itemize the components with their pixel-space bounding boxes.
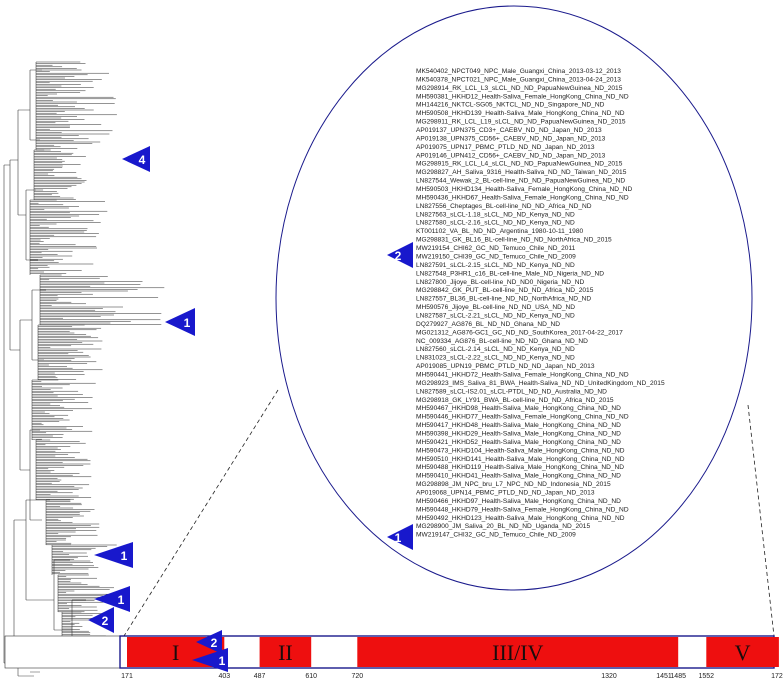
position-label: 1485 — [670, 673, 686, 680]
zoom-guide-left — [123, 389, 279, 637]
taxon-label: MW219154_CHI62_GC_ND_Temuco_Chile_ND_201… — [416, 245, 576, 252]
taxon-label: MW219147_CHI32_GC_ND_Temuco_Chile_ND_200… — [416, 532, 576, 539]
tree-marker-2-label: 2 — [102, 614, 109, 628]
bottom-tree-frame — [4, 635, 121, 669]
taxon-label: MH590446_HKHD77_Health-Saliva_Female_Hon… — [416, 414, 629, 421]
taxon-label: LN827544_Wewak_2_BL-cell-line_ND_ND_Papu… — [416, 178, 625, 185]
taxon-label: MH590510_HKHD141_Health-Saliva_Male_Hong… — [416, 456, 625, 463]
taxon-label: AP019085_UPN19_PBMC_PTLD_ND_ND_Japan_ND_… — [416, 363, 595, 370]
taxon-label: MH590492_HKHD123_Health-Saliva_Male_Hong… — [416, 515, 625, 522]
taxon-label: AP019075_UPN17_PBMC_PTLD_ND_ND_Japan_ND_… — [416, 144, 595, 151]
taxon-label: LN827560_sLCL-2.14_sLCL_ND_ND_Kenya_ND_N… — [416, 346, 575, 353]
taxon-label: MH590398_HKHD29_Health-Saliva_Male_HongK… — [416, 430, 621, 437]
taxon-label: LN827589_sLCL-IS2.01_sLCL-PTDL_ND_ND_Aus… — [416, 388, 607, 395]
taxon-label: MH590448_HKHD79_Health-Saliva_Female_Hon… — [416, 506, 629, 513]
taxon-label: LN827587_sLCL-2.21_sLCL_ND_ND_Kenya_ND_N… — [416, 312, 575, 319]
taxon-label: MH590436_HKHD67_Health-Saliva_Female_Hon… — [416, 194, 629, 201]
position-label: 1451 — [656, 673, 672, 680]
zoom-ellipse — [275, 5, 753, 591]
tree-marker-2: 2 — [88, 607, 114, 633]
taxon-label: AP019137_UPN375_CD3+_CAEBV_ND_ND_Japan_N… — [416, 127, 602, 134]
zoom-guide-right — [747, 404, 775, 637]
bar-marker-2-label: 2 — [211, 636, 218, 650]
taxon-label: MK540378_NPCT021_NPC_Male_Guangxi_China_… — [416, 76, 621, 83]
taxon-label: MW219150_CHI39_GC_ND_Temuco_Chile_ND_200… — [416, 253, 576, 260]
position-label: 487 — [254, 673, 266, 680]
taxon-label: LN831023_sLCL-2.22_sLCL_ND_ND_Kenya_ND_N… — [416, 355, 575, 362]
bar-marker-1: 1 — [192, 648, 228, 672]
tree-marker-4: 4 — [122, 146, 150, 172]
taxon-label: MH590421_HKHD52_Health-Saliva_Male_HongK… — [416, 439, 621, 446]
taxon-label: MH144216_NKTCL-SG05_NKTCL_ND_ND_Singapor… — [416, 102, 605, 109]
position-label: 403 — [218, 673, 230, 680]
taxon-label: MG298898_JM_NPC_bru_L7_NPC_ND_ND_Indones… — [416, 481, 611, 488]
tree-marker-1c: 1 — [94, 586, 130, 612]
taxon-label: AP019068_UPN14_PBMC_PTLD_ND_ND_Japan_ND_… — [416, 490, 595, 497]
position-label: 610 — [305, 673, 317, 680]
taxon-label: MH590417_HKHD48_Health-Saliva_Male_HongK… — [416, 422, 621, 429]
taxon-label: DQ279927_AG876_BL_ND_ND_Ghana_ND_ND — [416, 321, 560, 328]
taxon-label: MH590508_HKHD139_Health-Saliva_Male_Hong… — [416, 110, 625, 117]
taxon-label: MG298911_RK_LCL_L19_sLCL_ND_ND_PapuaNewG… — [416, 119, 626, 126]
taxon-label: LN827563_sLCL-1.18_sLCL_ND_ND_Kenya_ND_N… — [416, 211, 575, 218]
taxon-label: AP019138_UPN375_CD56+_CAEBV_ND_ND_Japan_… — [416, 135, 606, 142]
taxon-label: MG298918_GK_LY91_BWA_BL-cell-line_ND_ND_… — [416, 397, 614, 404]
taxon-label: MG298831_GK_BL16_BL-cell-line_ND_ND_Nort… — [416, 237, 612, 244]
taxon-label: MH590381_HKHD12_Health-Saliva_Female_Hon… — [416, 93, 629, 100]
taxon-label: AP019146_UPN412_CD56+_CAEBV_ND_ND_Japan_… — [416, 152, 606, 159]
tree-marker-1a-label: 1 — [184, 316, 191, 330]
taxon-label: MH590466_HKHD97_Health-Saliva_Male_HongK… — [416, 498, 621, 505]
tree-tip-branches — [29, 61, 165, 640]
taxon-label: MH590473_HKHD104_Health-Saliva_Male_Hong… — [416, 447, 625, 454]
region-label: I — [172, 640, 179, 665]
taxon-label: LN827800_Jijoye_BL-cell-line_ND_ND0_Nige… — [416, 279, 584, 286]
region-label: II — [278, 640, 293, 665]
taxon-label: LN827580_sLCL-2.16_sLCL_ND_ND_Kenya_ND_N… — [416, 220, 575, 227]
position-label: 1552 — [699, 673, 715, 680]
taxon-label: LN827591_sLCL-2.15_sLCL_ND_ND_Kenya_ND_N… — [416, 262, 575, 269]
bar-marker-1-label: 1 — [219, 654, 226, 668]
region-block — [259, 637, 312, 667]
zoom-marker-2: 2 — [387, 242, 413, 268]
taxon-label: MG298914_RK_LCL_L3_sLCL_ND_ND_PapuaNewGu… — [416, 85, 623, 92]
taxon-list: MK540402_NPCT049_NPC_Male_Guangxi_China_… — [416, 68, 665, 539]
taxon-label: MH590467_HKHD98_Health-Saliva_Male_HongK… — [416, 405, 621, 412]
taxon-label: MG298915_RK_LCL_L4_sLCL_ND_ND_PapuaNewGu… — [416, 161, 623, 168]
taxon-label: LN827556_Cheptages_BL-cell-line_ND_ND_Af… — [416, 203, 592, 210]
taxon-label: LN827557_BL36_BL-cell-line_ND_ND_NorthAf… — [416, 296, 591, 303]
taxon-label: MG298923_IMS_Saliva_81_BWA_Health-Saliva… — [416, 380, 665, 387]
position-label: 1725 — [771, 673, 783, 680]
tree-marker-1a: 1 — [165, 308, 195, 336]
taxon-label: MG298842_GK_PUT_BL-cell-line_ND_ND_Afric… — [416, 287, 594, 294]
tree-marker-1b-label: 1 — [121, 549, 128, 563]
region-block — [357, 637, 679, 667]
region-label: III/IV — [492, 640, 543, 665]
taxon-label: MG298827_AH_Saliva_9316_Health-Saliva_ND… — [416, 169, 627, 176]
tree-marker-1c-label: 1 — [118, 593, 125, 607]
taxon-label: MH590488_HKHD119_Health-Saliva_Male_Hong… — [416, 464, 624, 471]
taxon-label: MH590503_HKHD134_Health-Saliva_Female_Ho… — [416, 186, 632, 193]
position-label: 720 — [351, 673, 363, 680]
taxon-label: LN827548_P3HR1_c16_BL-cell-line_Male_ND_… — [416, 270, 604, 277]
zoom-marker-1-label: 1 — [395, 531, 402, 545]
region-label: V — [735, 640, 751, 665]
taxon-label: KT001102_VA_BL_ND_ND_Argentina_1980-10-1… — [416, 228, 583, 235]
taxon-label: MH590410_HKHD41_Health-Saliva_Male_HongK… — [416, 473, 621, 480]
tree-marker-4-label: 4 — [139, 153, 146, 167]
position-label: 171 — [121, 673, 133, 680]
bar-marker-2: 2 — [196, 630, 222, 654]
taxon-label: MG298900_JM_Saliva_20_BL_ND_ND_Uganda_ND… — [416, 523, 590, 530]
region-block — [706, 637, 779, 667]
tree-marker-1b: 1 — [94, 542, 133, 568]
taxon-label: MK540402_NPCT049_NPC_Male_Guangxi_China_… — [416, 68, 621, 75]
taxon-label: NC_009334_AG876_BL-cell-line_ND_ND_Ghana… — [416, 338, 588, 345]
zoom-marker-2-label: 2 — [395, 249, 402, 263]
taxon-label: MG021312_AG876-GC1_GC_ND_ND_SouthKorea_2… — [416, 329, 623, 336]
zoom-marker-1: 1 — [387, 524, 413, 550]
taxon-label: MH590441_HKHD72_Health-Saliva_Female_Hon… — [416, 371, 629, 378]
taxon-label: MH590576_Jijoye_BL-cell-line_ND_ND_USA_N… — [416, 304, 575, 311]
position-label: 1320 — [601, 673, 617, 680]
